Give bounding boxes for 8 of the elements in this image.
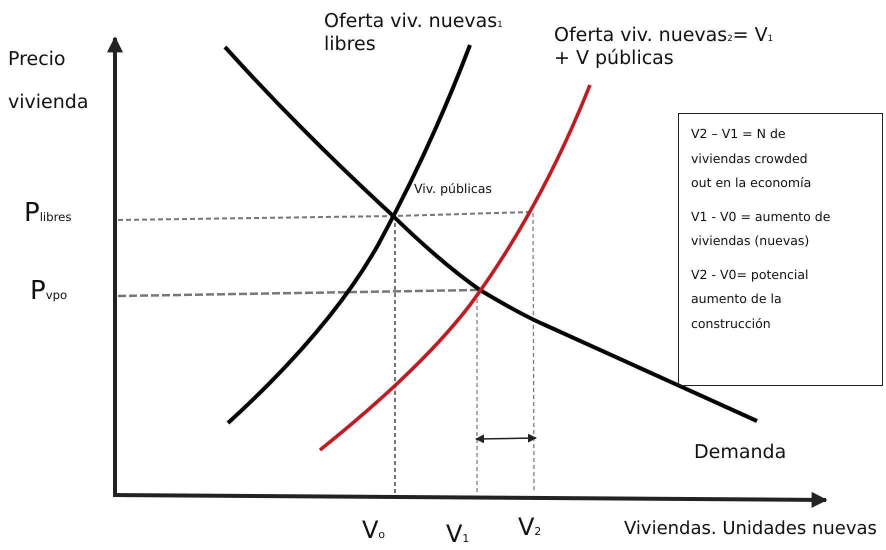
note-box: [678, 113, 883, 386]
axis-title: Viviendas. Unidades nuevas: [624, 518, 878, 540]
curve-label: Demanda: [694, 441, 788, 464]
curve-label: Viv. públicas: [414, 181, 493, 196]
note-text: V1 - V0 = aumento de viviendas (nuevas): [691, 208, 832, 250]
note-text: V2 – V1 = N de viviendas crowded out en la economía: [691, 125, 812, 192]
note-text: V2 - V0= potencial aumento de la construcción: [691, 266, 810, 332]
axis-title: Precio vivienda: [8, 47, 90, 115]
